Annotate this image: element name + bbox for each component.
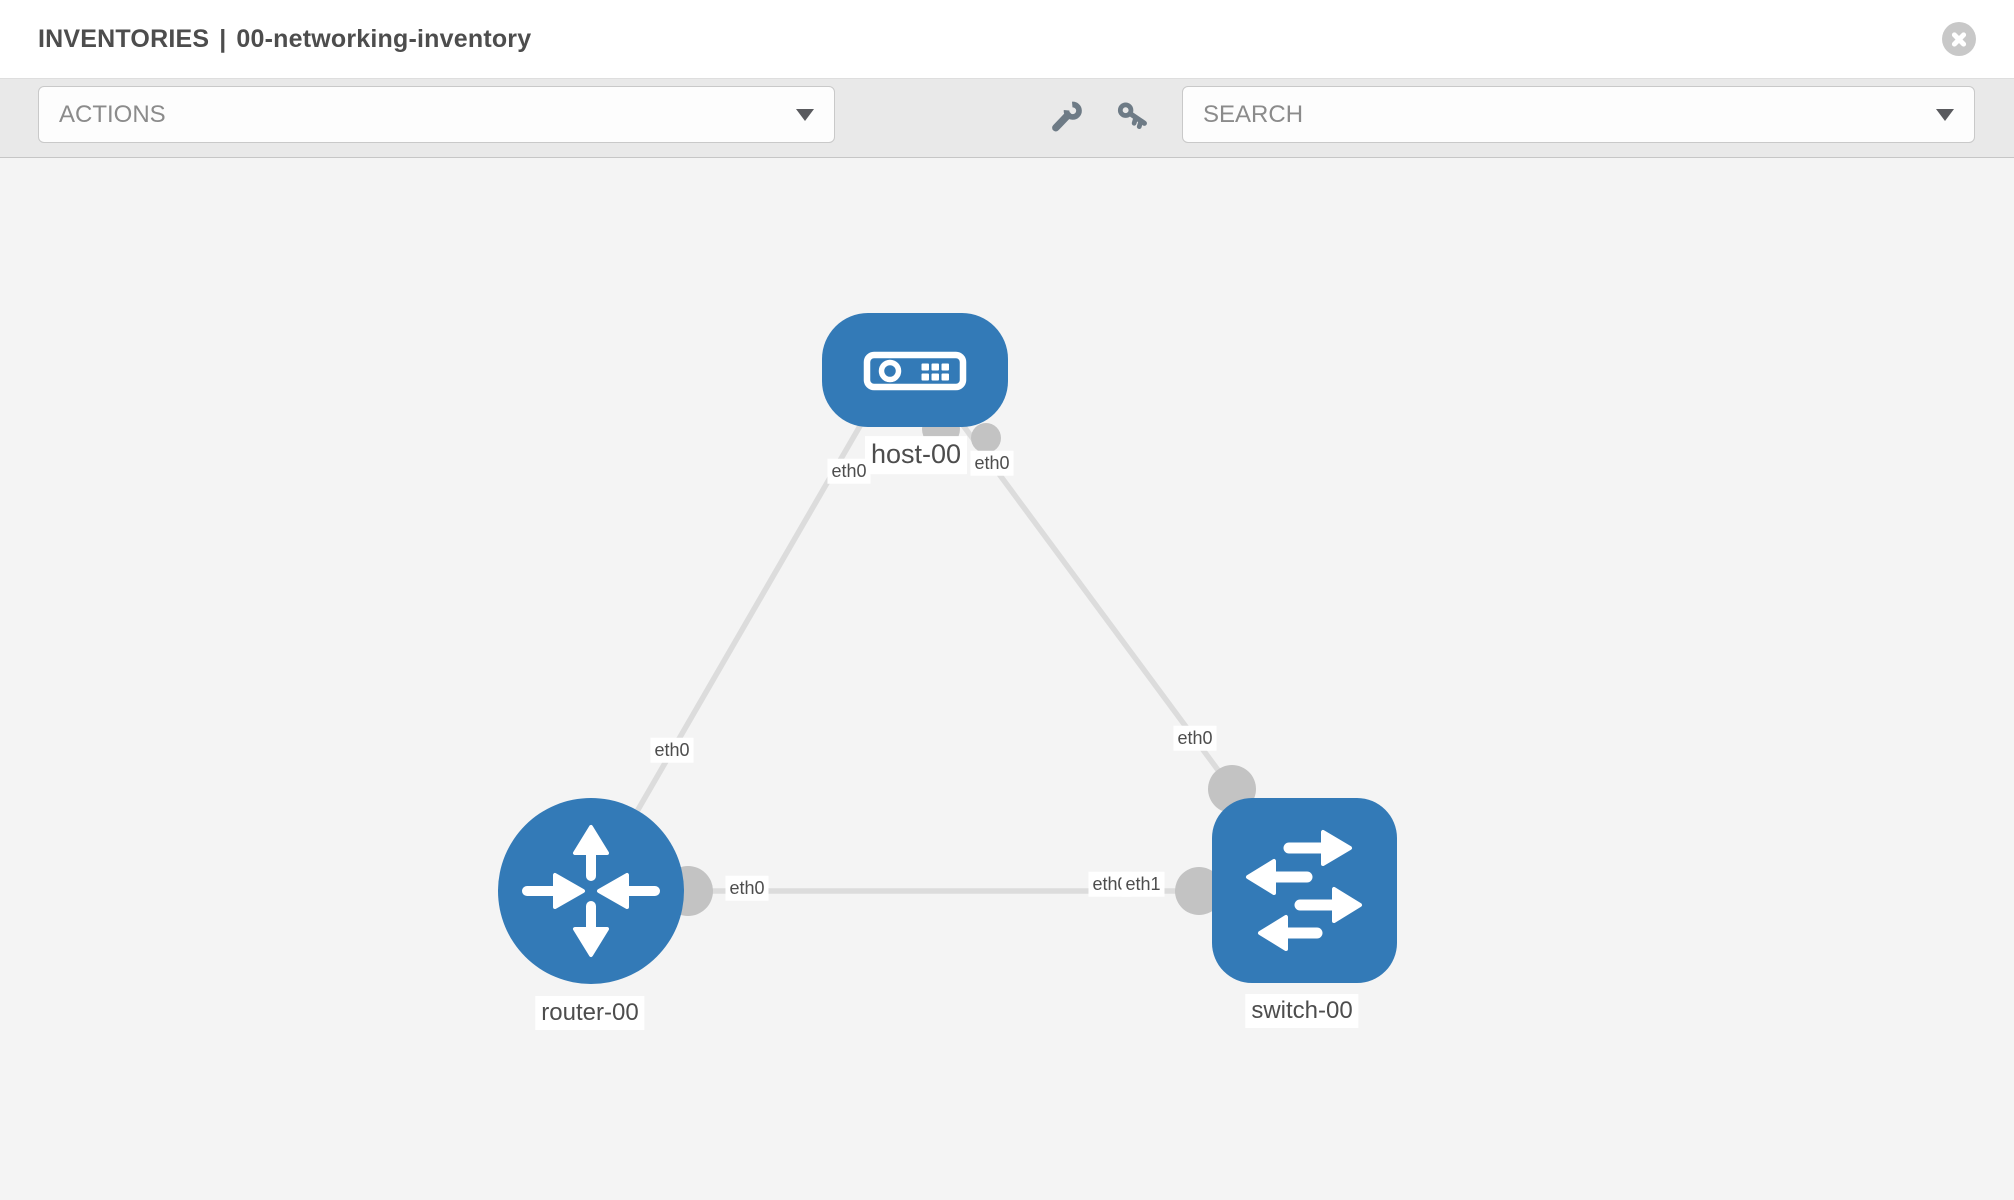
interface-label-switch-uplink: eth0	[1173, 725, 1217, 751]
port-host-eth0b	[971, 423, 1001, 453]
interface-label-router-right: eth0	[725, 875, 769, 901]
node-host-00[interactable]	[822, 313, 1008, 427]
interface-label-router-uplink: eth0	[650, 737, 694, 763]
close-button[interactable]	[1942, 22, 1976, 56]
actions-dropdown-label: ACTIONS	[59, 100, 166, 128]
node-label-switch-00: switch-00	[1245, 994, 1359, 1028]
credentials-key-button[interactable]	[1116, 100, 1150, 134]
interface-label-host-left: eth0	[827, 458, 871, 484]
port-switch-eth1	[1175, 867, 1223, 915]
key-icon	[1117, 102, 1147, 130]
search-dropdown-label: SEARCH	[1203, 100, 1304, 128]
inventory-name: 00-networking-inventory	[236, 24, 532, 53]
switch-icon	[1246, 830, 1362, 951]
search-dropdown[interactable]: SEARCH	[1182, 86, 1975, 143]
host-icon	[863, 351, 967, 391]
node-router-00[interactable]	[498, 798, 684, 984]
page-title: INVENTORIES | 00-networking-inventory	[38, 25, 531, 54]
topology-canvas[interactable]: host-00 router-00 switch-00 eth0 eth0 et…	[0, 158, 2014, 1200]
chevron-down-icon	[796, 108, 814, 121]
toolbar: ACTIONS SEARCH	[0, 78, 2014, 158]
configure-wrench-button[interactable]	[1049, 100, 1083, 134]
chevron-down-icon	[1936, 108, 1954, 121]
node-switch-00[interactable]	[1212, 798, 1397, 983]
breadcrumb-section: INVENTORIES	[38, 24, 210, 53]
node-label-host-00: host-00	[864, 436, 968, 474]
interface-label-host-right: eth0	[970, 450, 1014, 476]
interface-ports	[663, 410, 1256, 916]
topology-svg	[498, 313, 1397, 984]
breadcrumb-separator: |	[219, 24, 227, 53]
router-icon	[522, 825, 660, 957]
interface-label-switch-front: eth1	[1121, 871, 1165, 897]
actions-dropdown[interactable]: ACTIONS	[38, 86, 835, 143]
node-label-router-00: router-00	[535, 996, 645, 1030]
wrench-icon	[1052, 101, 1082, 132]
header: INVENTORIES | 00-networking-inventory	[0, 0, 2014, 78]
